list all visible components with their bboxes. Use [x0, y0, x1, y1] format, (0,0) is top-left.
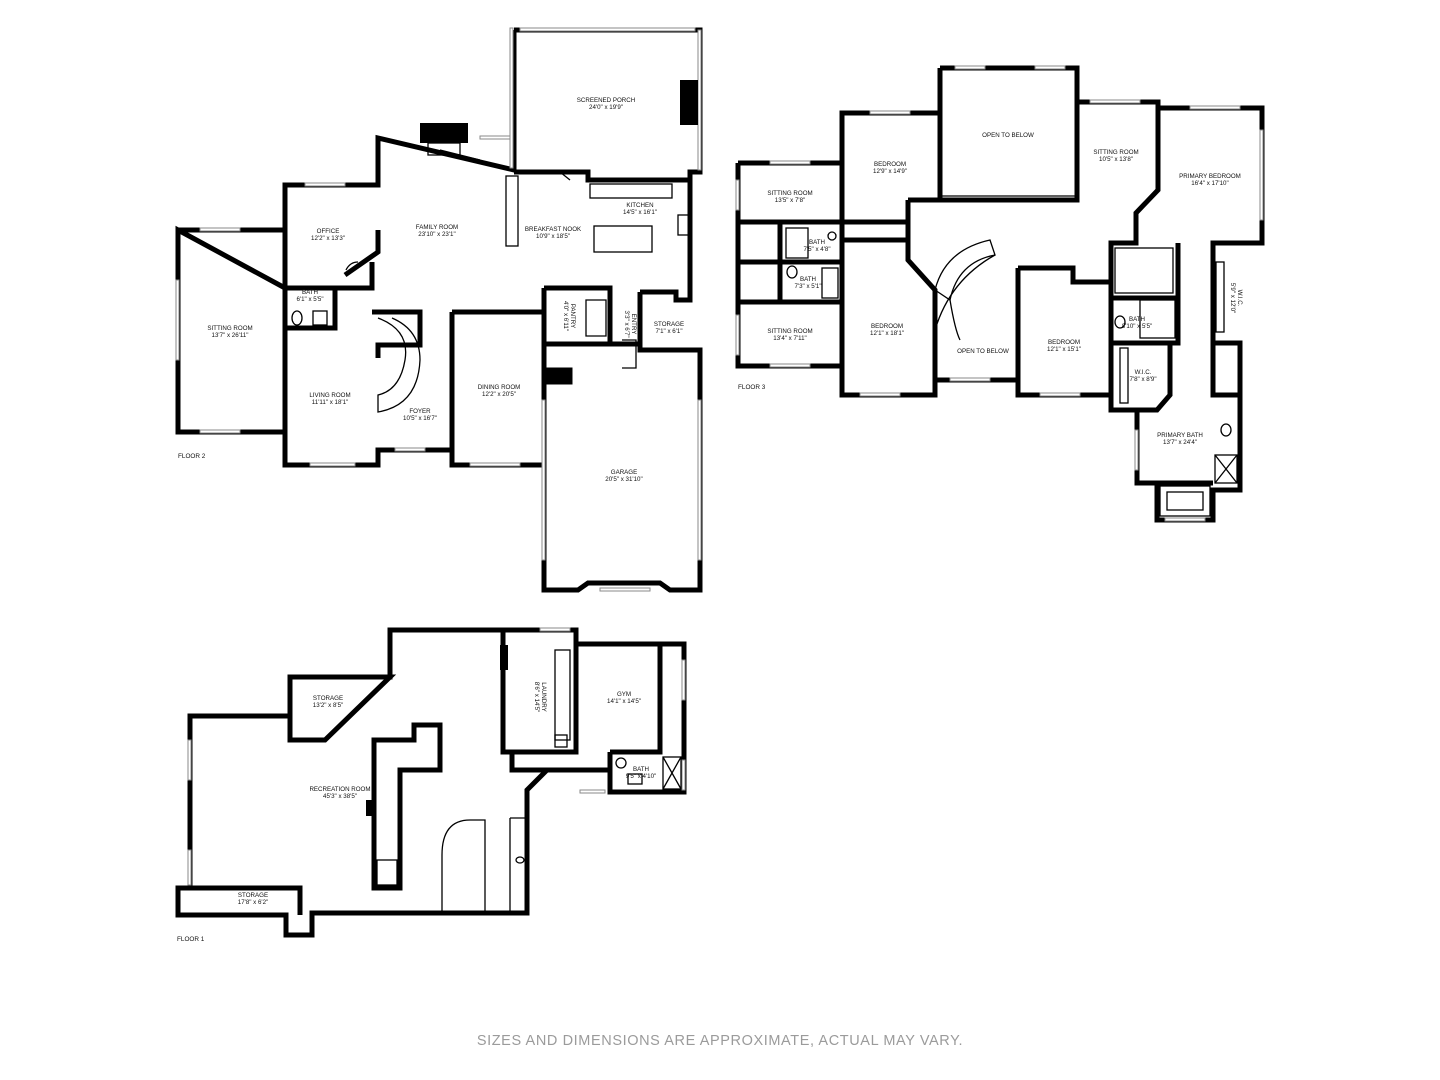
storage-bottom-name: STORAGE: [238, 892, 268, 899]
kitchen-name: KITCHEN: [626, 202, 653, 209]
sitting-room-right-name: SITTING ROOM: [1093, 149, 1138, 156]
f1-bath-dim: 9'5" x 4'10": [626, 773, 657, 780]
kitchen-dim: 14'5" x 16'1": [623, 209, 657, 216]
sitting-room-top-name: SITTING ROOM: [767, 190, 812, 197]
living-room-name: LIVING ROOM: [309, 392, 350, 399]
bedroom-top-name: BEDROOM: [874, 161, 906, 168]
floor-2-windows: [175, 27, 702, 592]
sitting-room-dim: 13'7" x 26'11": [212, 332, 249, 339]
disclaimer-text: SIZES AND DIMENSIONS ARE APPROXIMATE, AC…: [476, 1033, 964, 1049]
sitting-room-name: SITTING ROOM: [207, 325, 252, 332]
laundry-dim: 8'6" x 14'5": [533, 682, 540, 713]
bath-b-dim: 7'3" x 5'1": [794, 283, 821, 290]
sitting-room-top-dim: 13'5" x 7'8": [775, 197, 806, 204]
bedroom-right-dim: 12'1" x 15'1": [1047, 346, 1081, 353]
floor-1-plan: STORAGE 13'2" x 8'5" RECREATION ROOM 45'…: [175, 627, 687, 943]
bedroom-mid-name: BEDROOM: [871, 323, 903, 330]
pantry-name: PANTRY: [569, 304, 576, 329]
primary-bath-dim: 13'7" x 24'4": [1163, 439, 1197, 446]
foyer-dim: 10'5" x 16'7": [403, 415, 437, 422]
storage-top-dim: 13'2" x 8'5": [313, 702, 344, 709]
wic-top-dim: 5'9" x 12'0": [1229, 283, 1236, 314]
floor-3-labels: OPEN TO BELOW BEDROOM 12'9" x 14'9" SITT…: [738, 132, 1243, 446]
wic-mid-name: W.I.C.: [1135, 369, 1152, 376]
floor-1-windows: [187, 627, 686, 886]
dining-room-name: DINING ROOM: [478, 384, 521, 391]
storage-name: STORAGE: [654, 321, 684, 328]
floor-3-fixtures: [785, 195, 1238, 517]
screened-porch-dim: 24'0" x 19'9": [589, 104, 623, 111]
bedroom-top-dim: 12'9" x 14'9": [873, 168, 907, 175]
breakfast-nook-name: BREAKFAST NOOK: [525, 226, 582, 233]
bedroom-mid-dim: 12'1" x 18'1": [870, 330, 904, 337]
f1-bath-name: BATH: [633, 766, 649, 773]
breakfast-nook-dim: 10'9" x 18'5": [536, 233, 570, 240]
floor-3-walls: [735, 65, 1265, 523]
sitting-room-bottom-dim: 13'4" x 7'11": [773, 335, 806, 342]
garage-name: GARAGE: [611, 469, 637, 476]
floor-3-windows: [735, 65, 1264, 522]
office-dim: 12'2" x 13'3": [311, 235, 345, 242]
recreation-room-dim: 45'3" x 38'5": [323, 793, 357, 800]
storage-bottom-dim: 17'8" x 6'2": [238, 899, 269, 906]
floor-2-plan: SCREENED PORCH 24'0" x 19'9" FAMILY ROOM…: [175, 27, 703, 593]
foyer-name: FOYER: [409, 408, 431, 415]
screened-porch-name: SCREENED PORCH: [577, 97, 635, 104]
floor-1-fixtures: [366, 645, 682, 913]
garage-dim: 20'5" x 31'10": [605, 476, 642, 483]
primary-bath-name: PRIMARY BATH: [1157, 432, 1203, 439]
gym-name: GYM: [617, 691, 631, 698]
entry-name: ENTRY: [630, 314, 637, 335]
laundry-name: LAUNDRY: [540, 682, 547, 711]
wic-mid-dim: 7'8" x 8'9": [1129, 376, 1156, 383]
recreation-room-name: RECREATION ROOM: [309, 786, 370, 793]
open-to-below-top-name: OPEN TO BELOW: [982, 132, 1034, 139]
floor-1-walls: [175, 627, 687, 938]
sitting-room-bottom-name: SITTING ROOM: [767, 328, 812, 335]
floor-2-fixtures: [291, 80, 698, 413]
open-to-below-mid-name: OPEN TO BELOW: [957, 348, 1009, 355]
bath-c-name: BATH: [1129, 316, 1145, 323]
floor-1-labels: STORAGE 13'2" x 8'5" RECREATION ROOM 45'…: [177, 682, 656, 943]
sitting-room-right-dim: 10'5" x 13'8": [1099, 156, 1133, 163]
floor-1-label: FLOOR 1: [177, 936, 205, 943]
family-room-dim: 23'10" x 23'1": [418, 231, 455, 238]
bath-a-name: BATH: [809, 239, 825, 246]
wic-top-name: W.I.C.: [1236, 290, 1243, 307]
floor-2-walls: [175, 27, 703, 593]
storage-dim: 7'1" x 6'1": [655, 328, 682, 335]
primary-bedroom-dim: 16'4" x 17'10": [1191, 180, 1228, 187]
office-name: OFFICE: [317, 228, 340, 235]
floor-3-plan: OPEN TO BELOW BEDROOM 12'9" x 14'9" SITT…: [735, 65, 1265, 523]
bedroom-right-name: BEDROOM: [1048, 339, 1080, 346]
bath-c-dim: 8'10" x 5'5": [1122, 323, 1153, 330]
floor-2-label: FLOOR 2: [178, 453, 206, 460]
pantry-dim: 4'0" x 6'11": [562, 301, 569, 331]
storage-top-name: STORAGE: [313, 695, 343, 702]
gym-dim: 14'1" x 14'5": [607, 698, 641, 705]
dining-room-dim: 12'2" x 20'5": [482, 391, 516, 398]
bath-b-name: BATH: [800, 276, 816, 283]
entry-dim: 3'3" x 6'7": [623, 310, 630, 337]
f2-bath-name: BATH: [302, 289, 318, 296]
primary-bedroom-name: PRIMARY BEDROOM: [1179, 173, 1241, 180]
living-room-dim: 11'11" x 18'1": [312, 399, 348, 406]
floor-3-label: FLOOR 3: [738, 384, 766, 391]
f2-bath-dim: 6'1" x 5'5": [296, 296, 323, 303]
floor-2-labels: SCREENED PORCH 24'0" x 19'9" FAMILY ROOM…: [178, 97, 684, 483]
bath-a-dim: 7'5" x 4'8": [803, 246, 830, 253]
family-room-name: FAMILY ROOM: [416, 224, 458, 231]
